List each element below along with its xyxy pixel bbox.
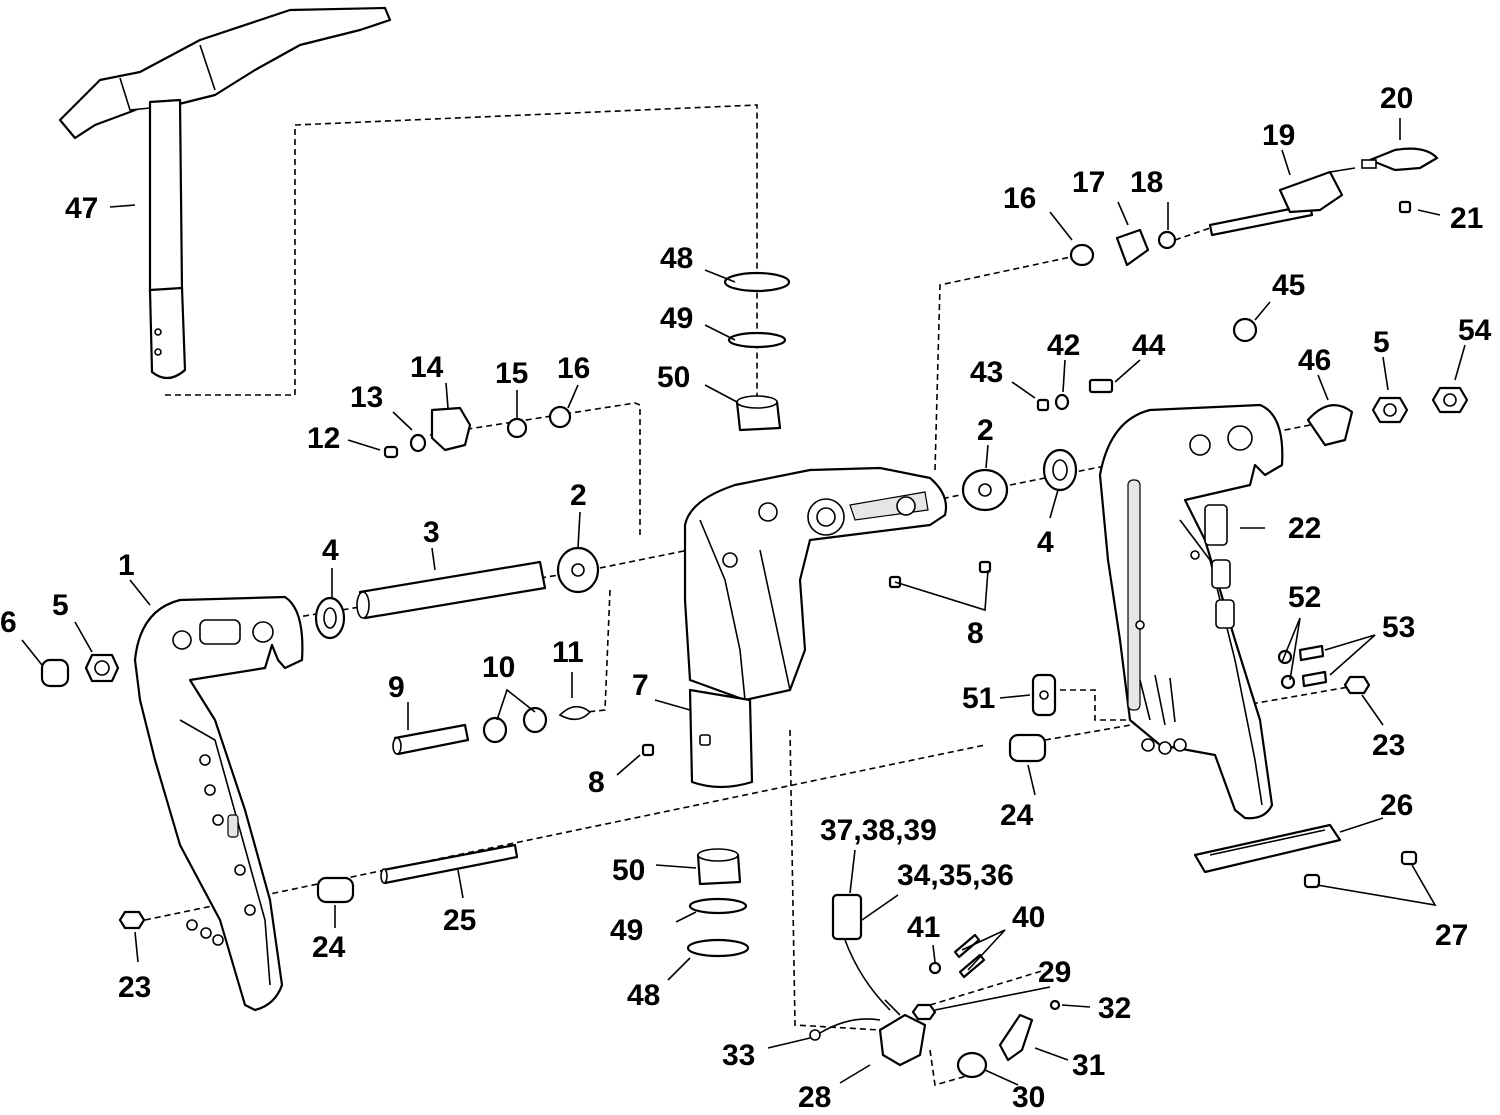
tube-25	[380, 843, 519, 885]
callout-4-right: 4	[1037, 526, 1054, 559]
callout-numbers: 47 48 49 50 12 13 14 15 16 16 17 18 19 2…	[0, 82, 1492, 1114]
callout-16-left: 16	[557, 352, 590, 385]
knob-20	[1361, 147, 1439, 172]
pin-9	[392, 723, 470, 756]
lever-shaft-19	[1208, 167, 1356, 237]
left-bracket-1	[133, 595, 304, 1012]
callout-48-top: 48	[660, 242, 693, 275]
callout-24-left: 24	[312, 931, 346, 964]
callout-8-right: 8	[967, 617, 984, 650]
callout-49-top: 49	[660, 302, 693, 335]
right-bracket-22	[1098, 403, 1284, 820]
leader-lines	[21, 118, 1466, 1086]
callout-26: 26	[1380, 789, 1413, 822]
callout-32: 32	[1098, 992, 1131, 1025]
plate-26	[1193, 823, 1342, 874]
callout-41: 41	[907, 911, 940, 944]
callout-29: 29	[1038, 956, 1071, 989]
callout-53: 53	[1382, 611, 1415, 644]
callout-22: 22	[1288, 512, 1321, 545]
callout-42: 42	[1047, 329, 1080, 362]
callout-23-left: 23	[118, 971, 151, 1004]
callout-48-bottom: 48	[627, 979, 660, 1012]
callout-16-right: 16	[1003, 182, 1036, 215]
callout-49-bottom: 49	[610, 914, 643, 947]
callout-23-right: 23	[1372, 729, 1405, 762]
callout-4-left: 4	[322, 534, 339, 567]
callout-47: 47	[65, 192, 98, 225]
callout-5-right: 5	[1373, 326, 1390, 359]
callout-37-38-39: 37,38,39	[820, 814, 937, 847]
callout-13: 13	[350, 381, 383, 414]
callout-28: 28	[798, 1081, 831, 1114]
callout-51: 51	[962, 682, 995, 715]
callout-2-left: 2	[570, 479, 587, 512]
callout-44: 44	[1132, 329, 1166, 362]
callout-50-bottom: 50	[612, 854, 645, 887]
callout-2-right: 2	[977, 414, 994, 447]
callout-21: 21	[1450, 202, 1483, 235]
callout-18: 18	[1130, 166, 1163, 199]
callout-54: 54	[1458, 314, 1492, 347]
callout-25: 25	[443, 904, 476, 937]
callout-31: 31	[1072, 1049, 1105, 1082]
steering-arm-47	[58, 6, 392, 380]
callout-27: 27	[1435, 919, 1468, 952]
callout-8-center: 8	[588, 766, 605, 799]
callout-45: 45	[1272, 269, 1305, 302]
callout-14: 14	[410, 351, 444, 384]
callout-9: 9	[388, 671, 405, 704]
callout-50-top: 50	[657, 361, 690, 394]
small-parts	[40, 200, 1469, 1079]
wire-harness-34-39	[809, 893, 891, 1041]
callout-43: 43	[970, 356, 1003, 389]
callout-17: 17	[1072, 166, 1105, 199]
callout-7: 7	[632, 669, 649, 702]
sender-housing-28	[878, 999, 927, 1067]
callout-5-left: 5	[52, 589, 69, 622]
callout-46: 46	[1298, 344, 1331, 377]
swivel-bracket-7	[683, 466, 948, 789]
tube-3	[356, 560, 547, 620]
callout-24-right: 24	[1000, 799, 1034, 832]
callout-15: 15	[495, 357, 528, 390]
callout-34-35-36: 34,35,36	[897, 859, 1014, 892]
callout-40: 40	[1012, 901, 1045, 934]
callout-20: 20	[1380, 82, 1413, 115]
callout-30: 30	[1012, 1081, 1045, 1114]
callout-12: 12	[307, 422, 340, 455]
callout-52: 52	[1288, 581, 1321, 614]
callout-1: 1	[118, 549, 135, 582]
callout-33: 33	[722, 1039, 755, 1072]
callout-3: 3	[423, 516, 440, 549]
callout-11: 11	[552, 636, 584, 669]
callout-10: 10	[482, 651, 515, 684]
callout-6: 6	[0, 606, 17, 639]
callout-19: 19	[1262, 119, 1295, 152]
